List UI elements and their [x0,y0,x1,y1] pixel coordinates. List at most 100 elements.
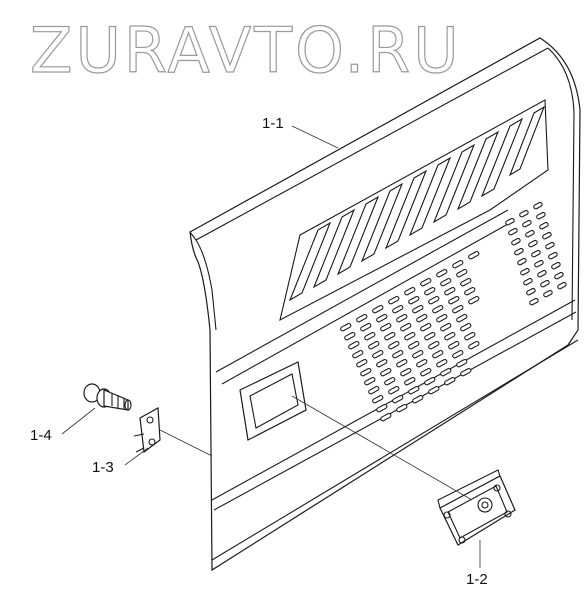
perforation-slot [360,322,372,332]
perforation-slot [384,376,396,386]
perforation-slot [340,322,352,332]
perforation-slot [548,251,558,260]
perforation-slot [408,385,420,395]
lock-assembly [437,469,516,546]
perforation-slot [412,394,424,404]
perforation-slot [432,349,444,359]
perforation-slot [364,376,376,386]
label-part-1-2: 1-2 [466,571,488,588]
perforation-slot [456,268,468,278]
perforation-slot [404,331,416,341]
perforation-slot [428,295,440,305]
perforation-slot [396,313,408,323]
perforation-slot [436,268,448,278]
perforation-slot [545,241,555,250]
perforation-slot [420,322,432,332]
perforation-slot [428,385,440,395]
label-part-1-3: 1-3 [92,459,114,476]
perforation-slot [380,322,392,332]
perforation-slot [372,349,384,359]
perforation-slot [519,209,529,218]
perforation-slot [448,340,460,350]
perforation-slot [448,295,460,305]
perforation-slot [380,367,392,377]
perforation-slot [464,286,476,296]
perforation-slot [529,297,539,306]
bracket-part [133,407,161,454]
perforation-slot [344,331,356,341]
perforation-slot [428,340,440,350]
label-part-1-4: 1-4 [30,427,52,444]
perforation-slot [440,367,452,377]
door-panel-bottom-edge [211,339,579,561]
perforation-slot [528,239,538,248]
perforation-slot [464,331,476,341]
perforation-slot [534,259,544,268]
handle-recess [239,361,307,441]
perforation-slot [364,331,376,341]
perforation-slot [408,340,420,350]
perforation-slot [542,231,552,240]
perforation-slot [368,385,380,395]
perforation-slot [352,349,364,359]
perforation-slot [396,403,408,413]
perforation-slot [456,313,468,323]
perforation-slot [412,349,424,359]
perforation-slot [372,394,384,404]
perforation-slot [508,227,518,236]
perforation-slot [452,259,464,269]
perforation-slot [424,331,436,341]
door-panel-right-rim [547,47,575,321]
perforation-slot [420,367,432,377]
perforation-slot [392,394,404,404]
upper-grille [279,99,549,322]
perforation-slot [468,250,480,260]
perforation-slot [396,358,408,368]
perforation-slot [432,304,444,314]
perforation-slot [436,358,448,368]
perforation-slot [537,269,547,278]
perforation-slot [444,286,456,296]
perforation-slot [380,412,392,422]
perforation-slot [523,277,533,286]
perforation-slot [511,237,521,246]
perforation-slot [368,340,380,350]
perforation-slot [388,295,400,305]
perforation-slot [460,277,472,287]
perforation-slot [404,376,416,386]
perforation-slot [348,340,360,350]
perforation-slot [440,277,452,287]
perforation-slot [400,322,412,332]
perforation-slot [376,403,388,413]
perforation-slot [376,358,388,368]
perforation-slot [376,313,388,323]
perforation-slot [388,340,400,350]
bolt-part [83,383,132,411]
perforation-slot [505,217,515,226]
perforation-slot [468,295,480,305]
perforation-slot [460,322,472,332]
perforation-slot [514,247,524,256]
perforation-slot [539,221,549,230]
door-panel [189,37,581,572]
perforation-slot [412,304,424,314]
perforation-slot [444,376,456,386]
perforation-slot [554,271,564,280]
perforation-slot [424,286,436,296]
perforation-slot [400,367,412,377]
perforation-slot [372,304,384,314]
perforation-slot [526,287,536,296]
perforation-slot [460,367,472,377]
perforation-slot [416,313,428,323]
perforation-slot [517,257,527,266]
perforation-slot [468,340,480,350]
watermark-text: ZURAVTO.RU [30,14,462,87]
door-panel-outline [189,37,581,572]
perforation-slot [440,322,452,332]
perforation-slot [520,267,530,276]
perforation-slot [452,349,464,359]
perforation-slot [424,376,436,386]
perforation-slot [525,229,535,238]
perforation-slot [543,289,553,298]
